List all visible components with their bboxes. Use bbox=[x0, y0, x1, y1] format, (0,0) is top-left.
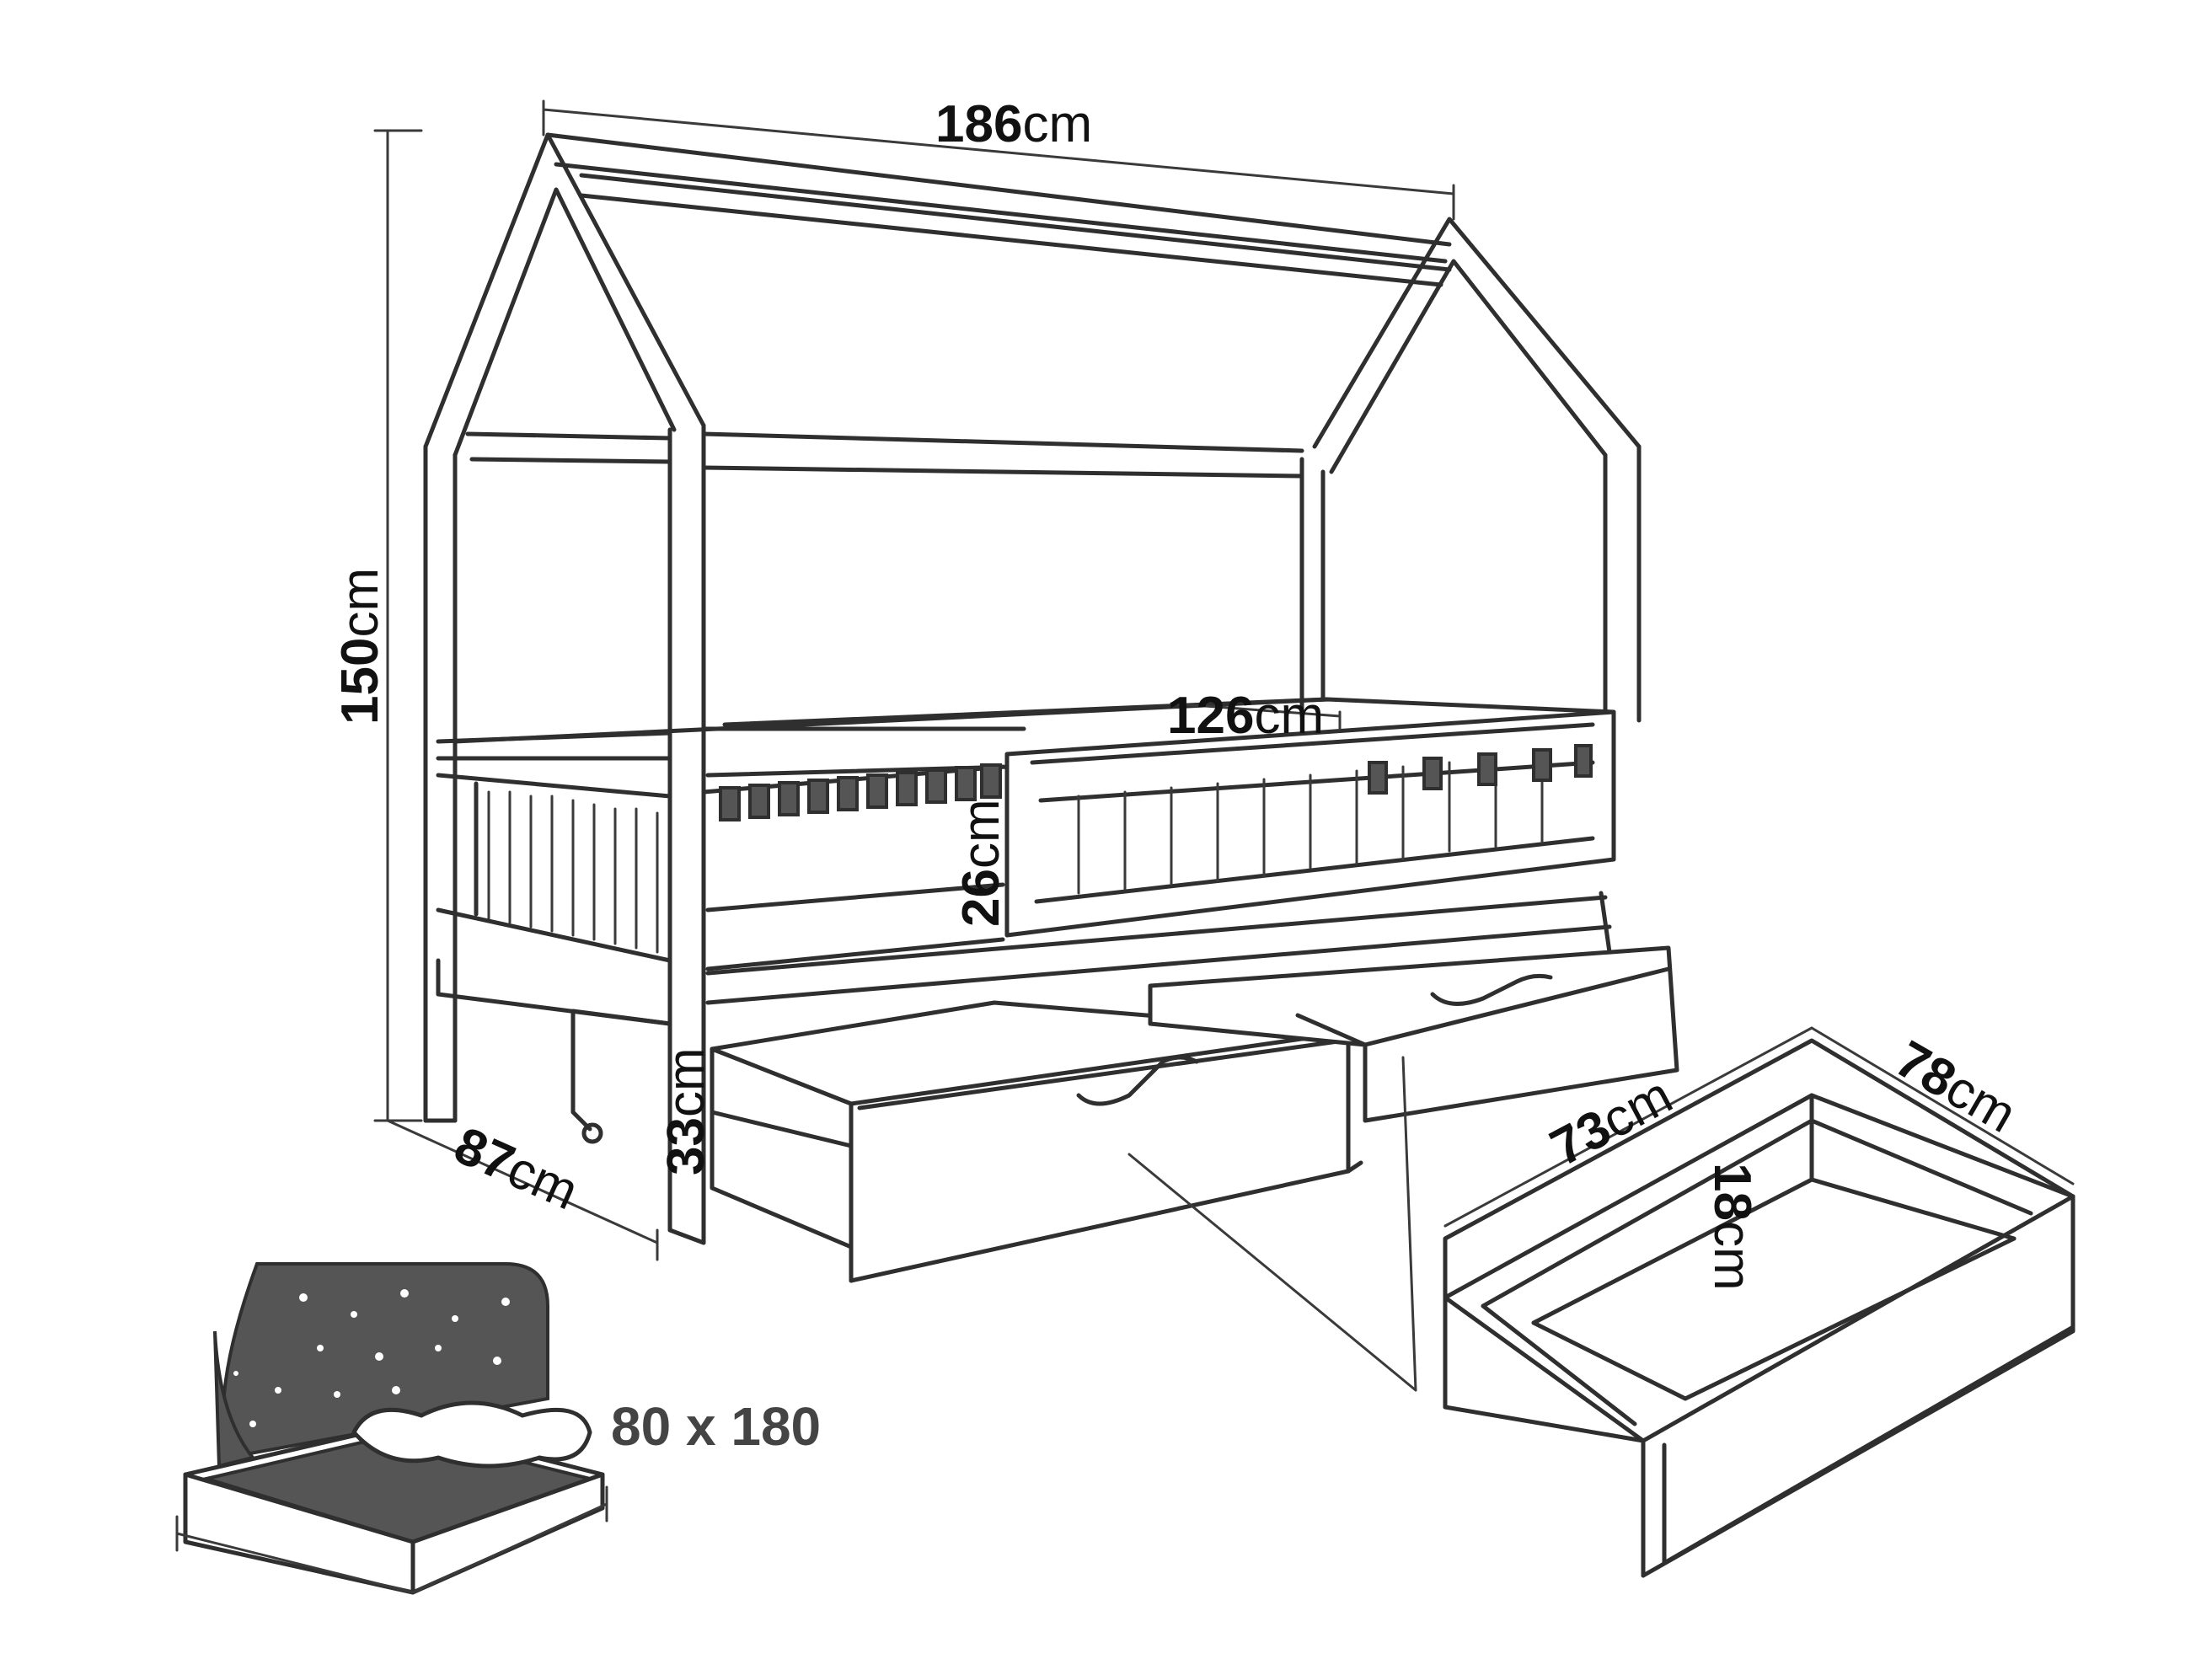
leg-height-dimension-label: 33cm bbox=[657, 1047, 715, 1175]
length-dimension-label: 186cm bbox=[935, 95, 1092, 153]
left-end-slats bbox=[436, 773, 672, 963]
dimension-lines bbox=[373, 99, 2075, 1261]
front-panel-windows bbox=[719, 763, 1002, 821]
mattress-icon bbox=[175, 1262, 608, 1595]
drawers bbox=[570, 945, 1679, 1283]
detail-drawer bbox=[1443, 1038, 2075, 1578]
rail-height-dimension-label: 26cm bbox=[952, 799, 1010, 927]
rail-length-dimension-label: 126cm bbox=[1167, 687, 1324, 745]
drawer-height-dimension-label: 18cm bbox=[1703, 1163, 1761, 1291]
detail-pointer-lines bbox=[1127, 1056, 1417, 1392]
safety-rail bbox=[1004, 709, 1616, 938]
bed-frame bbox=[423, 132, 1642, 1245]
star-pattern bbox=[233, 1289, 510, 1427]
height-dimension-label: 150cm bbox=[331, 568, 389, 725]
mattress-size-label: 80 x 180 bbox=[611, 1396, 821, 1457]
width-dimension-label: 87cm bbox=[446, 1116, 586, 1222]
